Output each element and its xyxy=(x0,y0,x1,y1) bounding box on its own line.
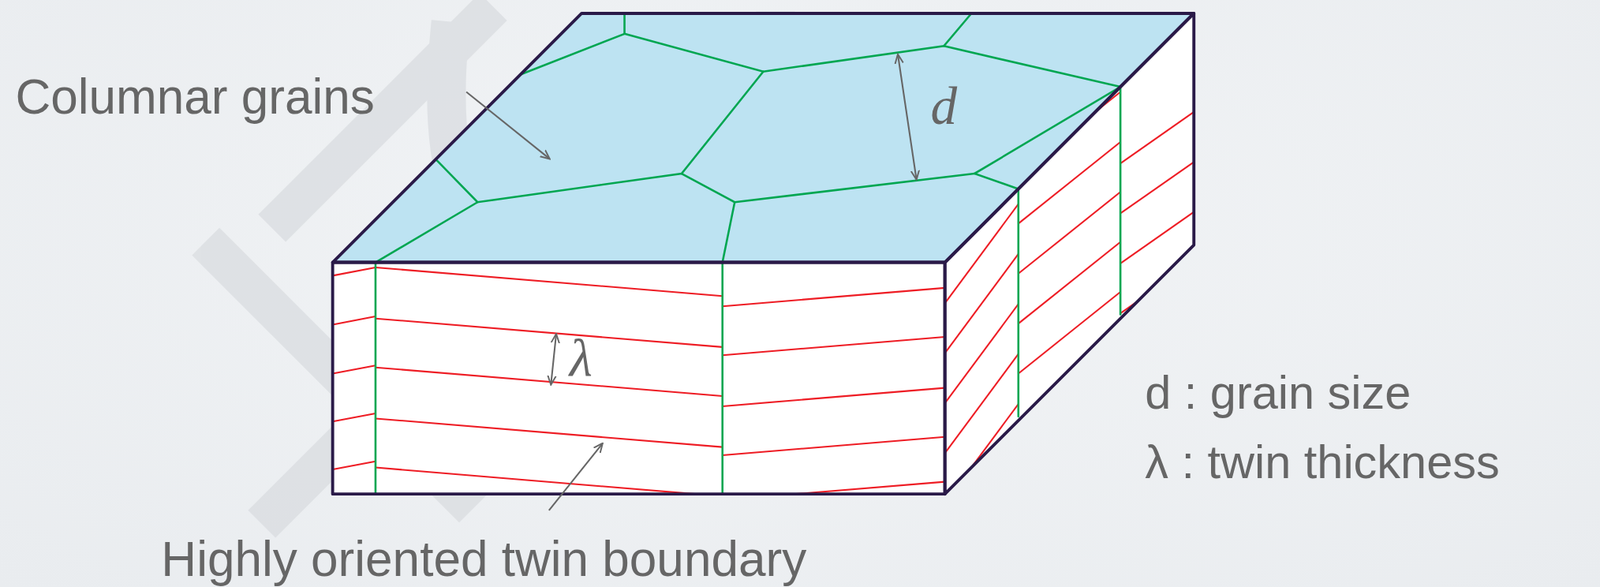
callout-label: Columnar grains xyxy=(14,70,374,124)
side-face xyxy=(945,13,1195,494)
legend-note: λ : twin thickness xyxy=(1144,436,1500,488)
legend-note: d : grain size xyxy=(1144,366,1411,419)
dimension-symbol: λ xyxy=(569,329,593,389)
block-outline xyxy=(332,13,1195,494)
leaders xyxy=(466,55,916,511)
twin-boundaries xyxy=(945,53,1195,587)
callout-label: Highly oriented twin boundary xyxy=(160,532,807,587)
twin-boundaries xyxy=(332,267,946,494)
grain-boundaries xyxy=(375,13,1121,494)
front-face xyxy=(332,262,946,495)
dimension-symbol: d xyxy=(930,77,958,136)
